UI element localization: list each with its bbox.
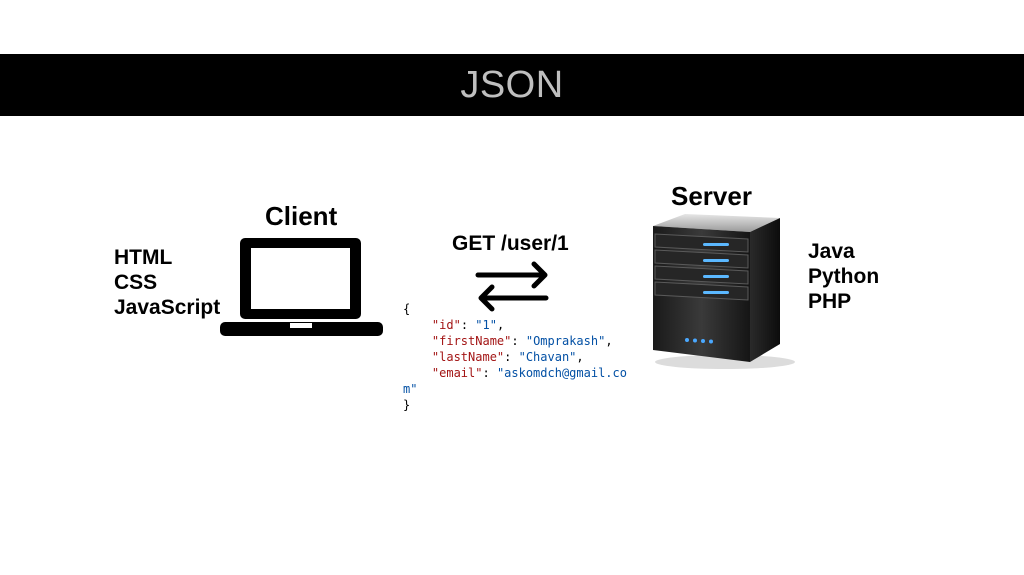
json-key: "id": [431, 318, 461, 332]
json-key: "email": [431, 366, 483, 380]
server-technologies: Java Python PHP: [808, 239, 879, 314]
server-rack-icon: [653, 214, 795, 369]
server-tech-item: Python: [808, 265, 880, 288]
title-bar: JSON: [0, 54, 1024, 116]
json-separator: ,: [496, 318, 505, 332]
json-close-brace: }: [403, 398, 411, 412]
client-tech-item: CSS: [114, 271, 158, 294]
request-label: GET /user/1: [452, 232, 569, 255]
json-field: "id": "1",: [431, 318, 505, 332]
json-response: { "id": "1", "firstName": "Omprakash", "…: [403, 301, 648, 413]
json-separator: ,: [605, 334, 613, 348]
json-value: "Chavan": [518, 350, 577, 364]
json-value: "askomdch@gmail.co: [496, 366, 627, 380]
client-tech-item: HTML: [114, 246, 173, 269]
json-wrapped-tail: m": [403, 382, 418, 396]
server-heading: Server: [671, 181, 752, 211]
laptop-icon: [220, 238, 383, 336]
client-tech-item: JavaScript: [114, 296, 221, 319]
json-key: "lastName": [431, 350, 505, 364]
slide-title: JSON: [460, 63, 564, 106]
json-value: "Omprakash": [525, 334, 606, 348]
json-field: "firstName": "Omprakash",: [431, 334, 613, 348]
client-technologies: HTML CSS JavaScript: [114, 245, 220, 320]
json-field: "email": "askomdch@gmail.co: [431, 366, 627, 380]
server-tech-item: Java: [808, 240, 855, 263]
client-heading: Client: [265, 201, 338, 231]
json-separator: ,: [576, 350, 584, 364]
json-open-brace: {: [403, 302, 411, 316]
json-value: "1": [475, 318, 497, 332]
json-key: "firstName": [431, 334, 512, 348]
server-tech-item: PHP: [808, 290, 852, 313]
exchange-arrows-icon: [475, 261, 549, 312]
json-field: "lastName": "Chavan",: [431, 350, 584, 364]
